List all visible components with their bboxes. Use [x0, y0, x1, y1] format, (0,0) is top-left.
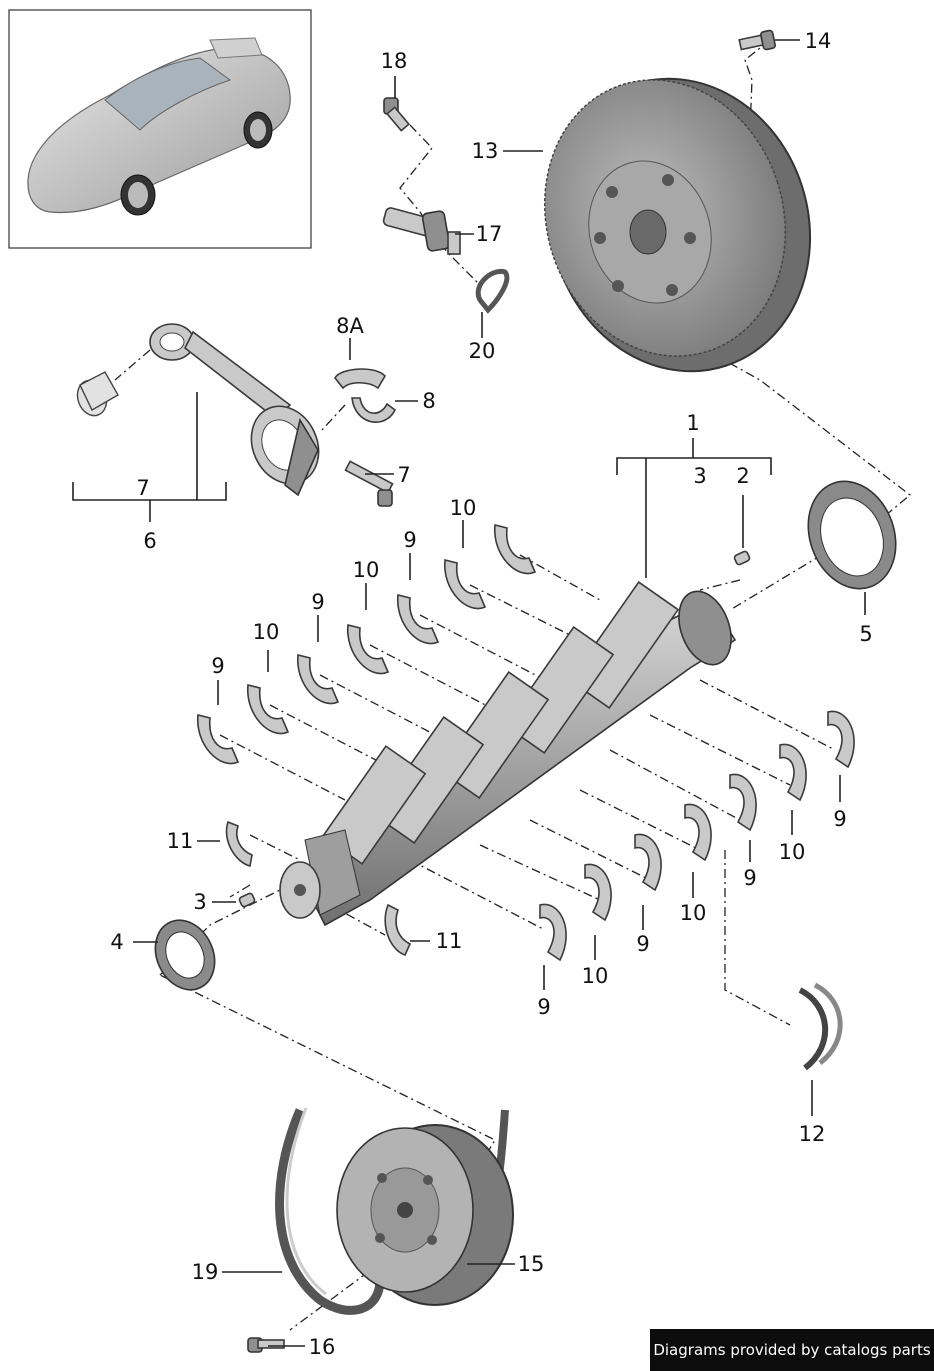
crankshaft: [279, 580, 737, 927]
callout-9: 9: [636, 932, 649, 956]
main-bearings-lower: [539, 710, 855, 962]
callout-9: 9: [743, 866, 756, 890]
rod-bolt: [344, 460, 394, 507]
front-oil-seal: [154, 919, 216, 991]
callout-13: 13: [472, 139, 499, 163]
callout-9: 9: [537, 995, 550, 1019]
callout-7-bracket: 7: [136, 476, 149, 500]
callout-2: 2: [736, 464, 749, 488]
dowel-pin-2: [733, 550, 751, 566]
flywheel: [543, 77, 812, 373]
callout-10: 10: [450, 496, 477, 520]
callout-10: 10: [680, 901, 707, 925]
callout-11-lower: 11: [436, 929, 463, 953]
callout-10: 10: [582, 964, 609, 988]
callout-9: 9: [403, 528, 416, 552]
rear-oil-seal: [807, 480, 897, 590]
callout-9: 9: [311, 590, 324, 614]
main-bearings-upper: [197, 523, 537, 765]
sensor-bolt: [383, 97, 411, 132]
callout-6: 6: [143, 529, 156, 553]
callout-4: 4: [110, 930, 123, 954]
callout-10: 10: [353, 558, 380, 582]
rod-bearing-shells: [334, 368, 397, 423]
callout-10: 10: [779, 840, 806, 864]
callout-11-upper: 11: [167, 829, 194, 853]
callout-14: 14: [805, 29, 832, 53]
callout-18: 18: [381, 49, 408, 73]
callout-3-bottom: 3: [193, 890, 206, 914]
pulley-bolt: [247, 1337, 285, 1353]
small-end-bushing: [76, 371, 119, 417]
callout-19: 19: [192, 1260, 219, 1284]
car-body-icon: [27, 47, 291, 214]
thrust-washers: [225, 820, 412, 956]
callout-17: 17: [476, 222, 503, 246]
callout-20: 20: [469, 339, 496, 363]
callout-8a: 8A: [336, 314, 364, 338]
leader-lines: [72, 39, 866, 1347]
callout-7-bolt: 7: [397, 463, 410, 487]
vehicle-thumbnail: [8, 9, 312, 249]
dowel-pin-3: [238, 892, 256, 908]
connecting-rod: [149, 323, 320, 497]
callout-3-top: 3: [693, 464, 706, 488]
callout-15: 15: [518, 1252, 545, 1276]
thrust-half-rings: [798, 982, 843, 1071]
speed-sensor: [382, 207, 461, 255]
vibration-damper-pulley: [336, 1124, 514, 1306]
callout-labels: 1 2 3 3 4 5 6 7 7 8 8A 9 9 9 9 9 9 9 9 1…: [110, 29, 872, 1359]
callout-1: 1: [686, 411, 699, 435]
flywheel-bolt: [738, 29, 776, 51]
sensor-seal: [475, 268, 510, 314]
callout-9: 9: [211, 654, 224, 678]
callout-5: 5: [859, 622, 872, 646]
callout-16: 16: [309, 1335, 336, 1359]
callout-12: 12: [799, 1122, 826, 1146]
callout-10: 10: [253, 620, 280, 644]
credit-banner: Diagrams provided by catalogs parts: [650, 1329, 934, 1371]
callout-9: 9: [833, 807, 846, 831]
callout-8: 8: [422, 389, 435, 413]
